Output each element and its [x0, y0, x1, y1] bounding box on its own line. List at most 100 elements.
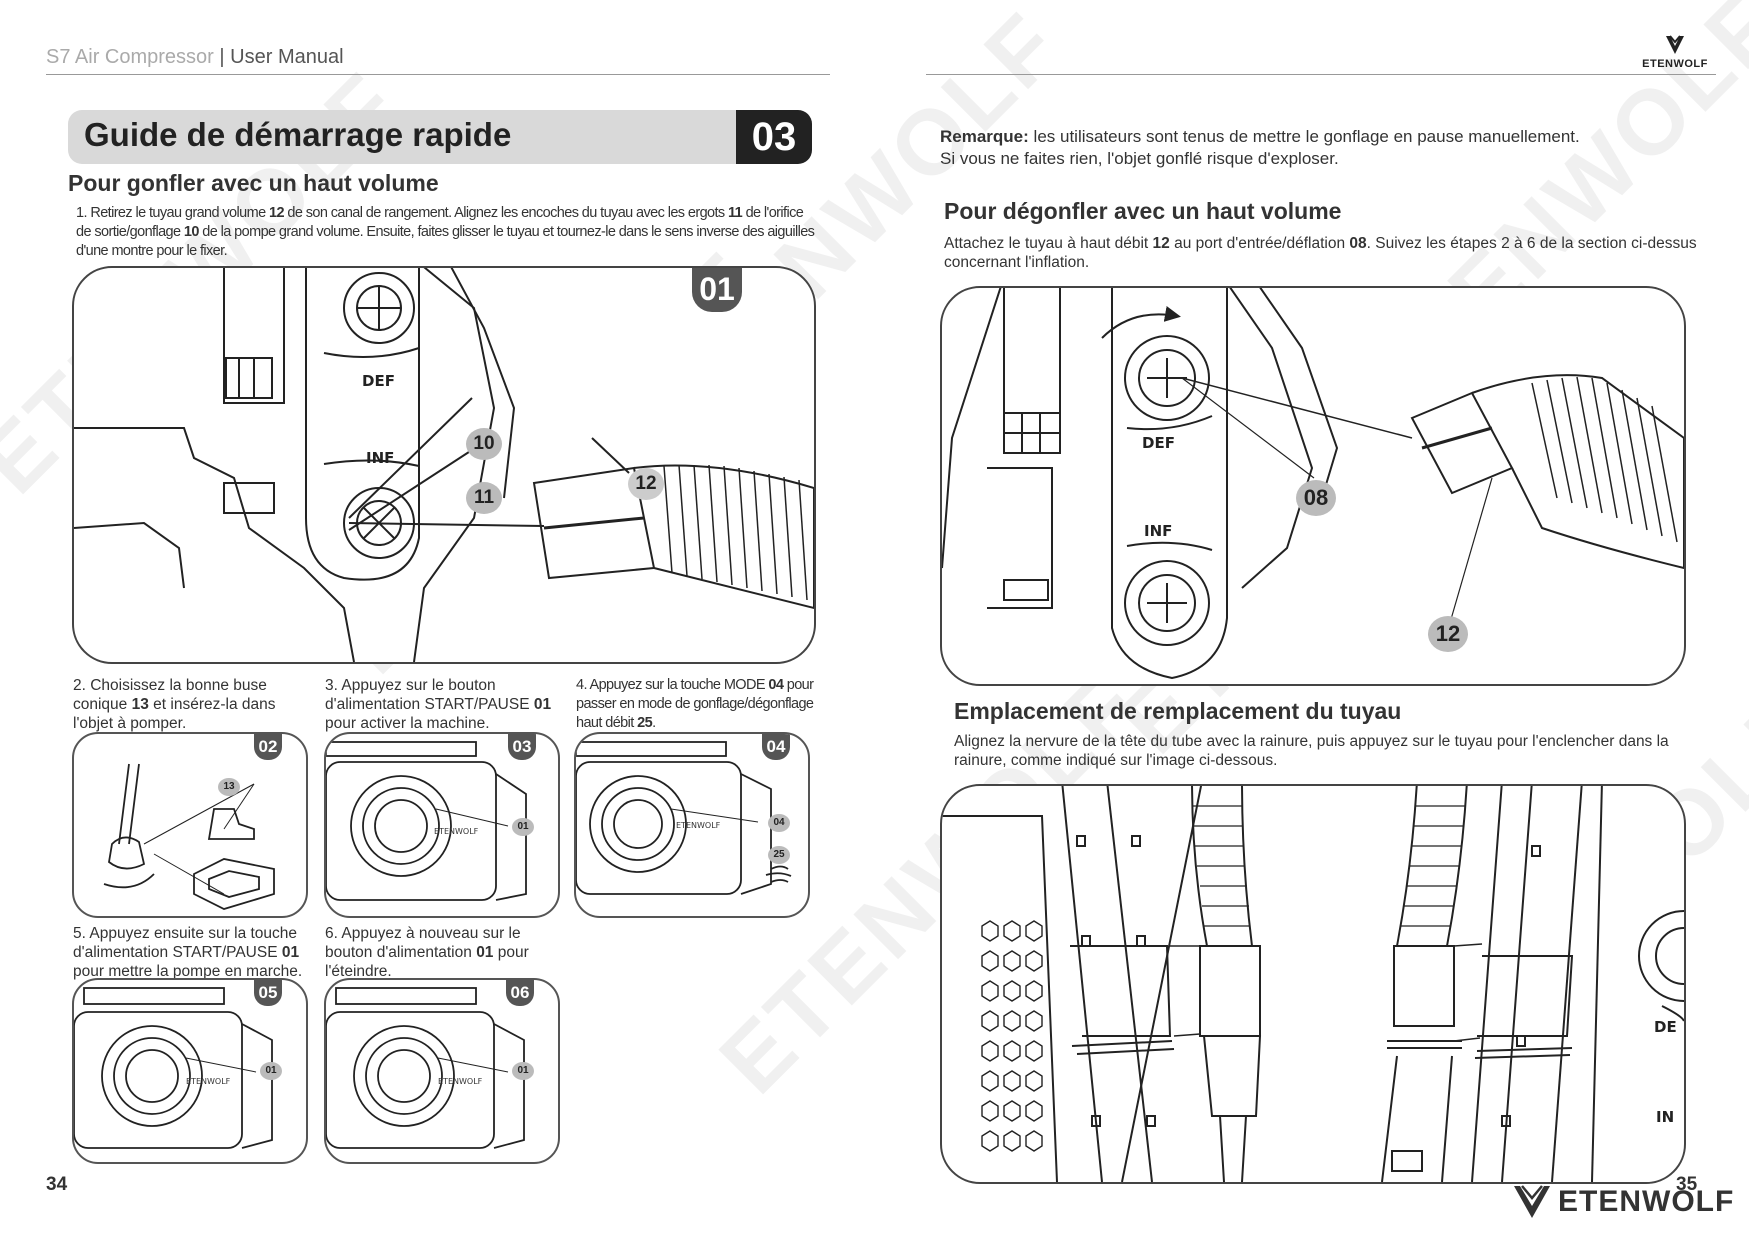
text: 3. Appuyez sur le bouton d'alimentation … — [325, 677, 534, 713]
deflate-text: Attachez le tuyau à haut débit 12 au por… — [944, 234, 1704, 272]
panel-badge: 02 — [254, 734, 282, 760]
pump-inlet-illustration: DEF INF — [942, 288, 1684, 680]
product-name: S7 Air Compressor — [46, 46, 214, 68]
callout-04: 04 — [768, 814, 790, 832]
ref: 01 — [476, 944, 494, 961]
text: Attachez le tuyau à haut débit — [944, 235, 1153, 252]
callout-12: 12 — [628, 468, 664, 500]
deflate-title: Pour dégonfler avec un haut volume — [944, 198, 1342, 224]
panel-badge: 05 — [254, 980, 282, 1006]
header-logo: ETENWOLF — [1640, 34, 1710, 70]
text: de l'orifice de sortie/gonflage — [76, 205, 804, 240]
remark: Remarque: les utilisateurs sont tenus de… — [940, 126, 1700, 170]
step2-text: 2. Choisissez la bonne buse conique 13 e… — [73, 676, 293, 733]
header-rule-right — [926, 74, 1716, 75]
def-label: DEF — [362, 372, 395, 390]
text: . Suivez les étapes 2 à 6 de la section … — [944, 235, 1697, 271]
wolf-logo-icon — [1666, 35, 1684, 54]
nozzle-illustration — [103, 763, 275, 910]
device-brand: ETENWOLF — [434, 827, 479, 836]
step3-illustration: ETENWOLF 03 01 — [324, 732, 560, 918]
stop-button-illustration: ETENWOLF — [326, 987, 525, 1149]
text: 6. Appuyez à nouveau sur le bouton d'ali… — [325, 925, 521, 961]
hose-storage-illustration: DE IN — [942, 786, 1684, 1182]
section-bar — [68, 110, 738, 164]
text: pour l'éteindre. — [325, 944, 529, 980]
step2-illustration: 02 13 — [72, 732, 308, 918]
logo-text: ETENWOLF — [1642, 58, 1708, 70]
footer-logo: ETENWOLF — [1512, 1184, 1734, 1220]
page-number-right: 35 — [1676, 1174, 1698, 1195]
step6-text: 6. Appuyez à nouveau sur le bouton d'ali… — [325, 924, 557, 981]
text: de son canal de rangement. Alignez les e… — [283, 205, 728, 221]
text: Si vous ne faites rien, l'objet gonflé r… — [940, 149, 1339, 168]
text: pour mettre la pompe en marche. — [73, 963, 303, 980]
panel-badge: 01 — [692, 268, 742, 312]
callout-08: 08 — [1296, 480, 1336, 516]
def-label: DE — [1654, 1018, 1677, 1036]
ref: 10 — [183, 224, 200, 240]
device-brand: ETENWOLF — [438, 1077, 483, 1086]
panel-badge: 06 — [506, 980, 534, 1006]
wolf-logo-icon — [1514, 1185, 1550, 1218]
ref: 04 — [768, 677, 784, 693]
mode-button-illustration: ETENWOLF — [576, 741, 792, 895]
text: 5. Appuyez ensuite sur la touche d'alime… — [73, 925, 298, 961]
text: au port d'entrée/déflation — [1169, 235, 1350, 252]
step3-text: 3. Appuyez sur le bouton d'alimentation … — [325, 676, 555, 733]
step5-illustration: ETENWOLF 05 01 — [72, 978, 308, 1164]
panel-badge: 03 — [508, 734, 536, 760]
def-label: DEF — [1142, 434, 1175, 452]
replace-text: Alignez la nervure de la tête du tube av… — [954, 733, 1669, 769]
callout-10: 10 — [466, 428, 502, 460]
remark-label: Remarque: — [940, 127, 1029, 146]
footer-logo-text: ETENWOLF — [1558, 1185, 1735, 1218]
text: . — [652, 715, 656, 731]
callout-01: 01 — [512, 1062, 534, 1080]
step4-illustration: ETENWOLF 04 04 25 — [574, 732, 810, 918]
callout-25: 25 — [768, 846, 790, 864]
doc-name: User Manual — [230, 46, 344, 68]
pump-outlet-illustration: DEF INF — [74, 268, 814, 662]
ref: 01 — [281, 944, 300, 961]
section-number: 03 — [736, 110, 812, 164]
text: de la pompe grand volume. Ensuite, faite… — [76, 224, 815, 259]
header-rule-left — [46, 74, 830, 75]
ref: 13 — [131, 696, 149, 713]
step4-text: 4. Appuyez sur la touche MODE 04 pour pa… — [576, 676, 820, 733]
text: pour activer la machine. — [325, 715, 490, 732]
inf-label: IN — [1656, 1108, 1674, 1126]
header-separator: | — [219, 46, 225, 68]
inflate-title: Pour gonfler avec un haut volume — [68, 170, 439, 196]
ref: 12 — [1152, 235, 1170, 252]
inf-label: INF — [1144, 522, 1172, 540]
ref: 01 — [533, 696, 552, 713]
step1-text: 1. Retirez le tuyau grand volume 12 de s… — [76, 204, 816, 261]
replace-title: Emplacement de remplacement du tuyau — [954, 698, 1402, 724]
text: pour passer en mode de gonflage/dégonfla… — [576, 677, 814, 731]
device-brand: ETENWOLF — [186, 1077, 231, 1086]
page-number-left: 34 — [46, 1174, 68, 1195]
step1-illustration: DEF INF 01 10 11 12 — [72, 266, 816, 664]
callout-11: 11 — [466, 482, 502, 514]
callout-01: 01 — [512, 818, 534, 836]
replace-illustration: DE IN — [940, 784, 1686, 1184]
section-title: Guide de démarrage rapide — [84, 116, 512, 153]
text: 2. Choisissez la bonne buse conique — [73, 677, 267, 713]
ref: 25 — [637, 715, 653, 731]
callout-13: 13 — [218, 778, 240, 796]
ref: 11 — [728, 205, 743, 221]
control-panel-illustration: ETENWOLF — [326, 741, 527, 901]
text: et insérez-la dans l'objet à pomper. — [73, 696, 276, 732]
callout-12: 12 — [1428, 616, 1468, 652]
text: 1. Retirez le tuyau grand volume — [76, 205, 269, 221]
text: 4. Appuyez sur la touche MODE — [576, 677, 769, 693]
start-button-illustration: ETENWOLF — [74, 987, 273, 1149]
device-brand-text: ETENWOLF — [434, 827, 479, 836]
inf-label: INF — [366, 449, 394, 467]
device-brand: ETENWOLF — [676, 821, 721, 830]
panel-badge: 04 — [762, 734, 790, 760]
callout-01: 01 — [260, 1062, 282, 1080]
text: les utilisateurs sont tenus de mettre le… — [1028, 127, 1580, 146]
step5-text: 5. Appuyez ensuite sur la touche d'alime… — [73, 924, 305, 981]
